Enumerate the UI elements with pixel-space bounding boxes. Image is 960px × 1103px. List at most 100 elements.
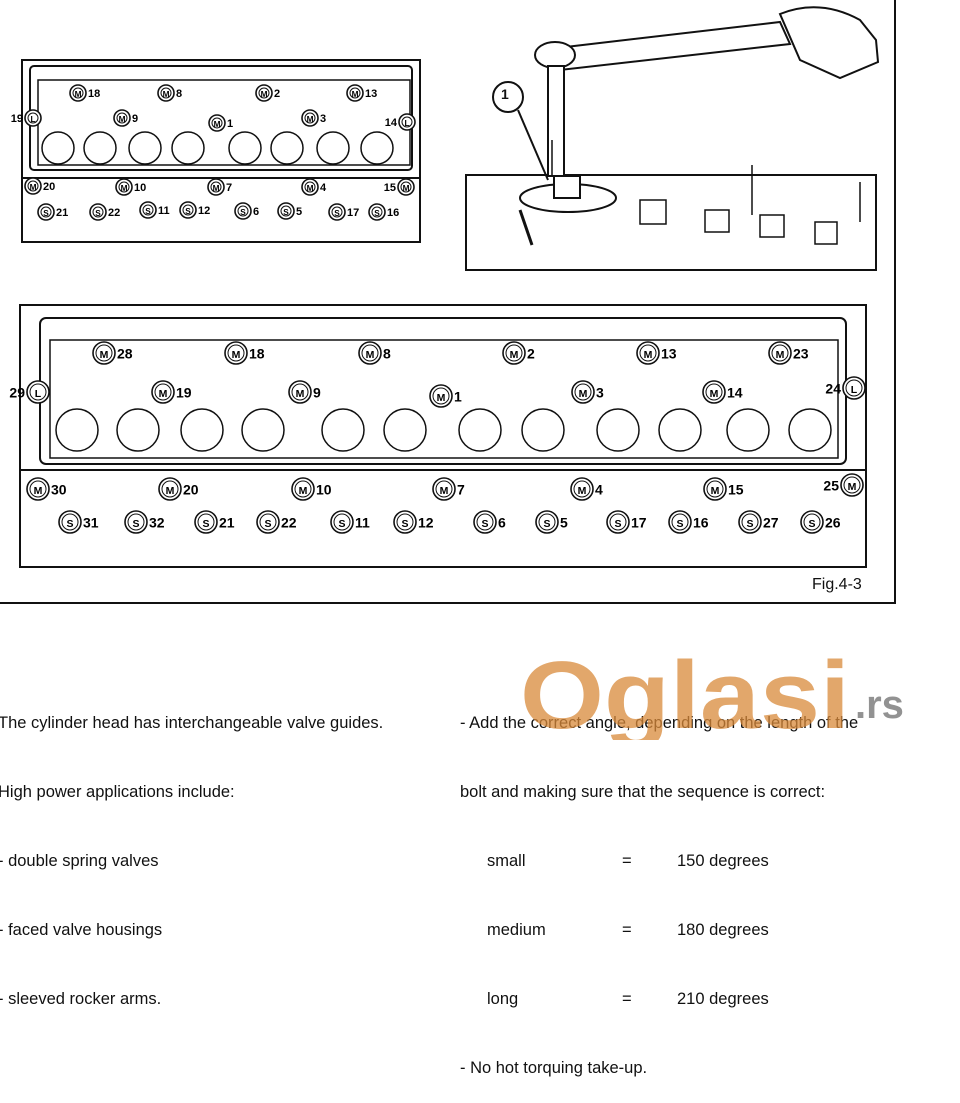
bolt-number-label: 19	[176, 384, 192, 400]
bolt-type-label: S	[66, 518, 73, 530]
bolt-number-label: 3	[596, 384, 604, 400]
bolt-number-label: 4	[595, 481, 603, 497]
bolt-type-label: M	[166, 485, 175, 497]
port-circle	[788, 408, 832, 452]
bolt-25: M 25	[823, 473, 864, 497]
bolt-number-label: 11	[355, 514, 370, 530]
bolt-number-label: 14	[727, 384, 743, 400]
bolt-number-label: 7	[457, 481, 465, 497]
bolt-type-label: S	[614, 518, 621, 530]
bolt-number-label: 11	[158, 205, 170, 217]
bolt-type-label: M	[437, 392, 446, 404]
bolt-number-label: 10	[134, 182, 146, 194]
bolt-number-label: 20	[43, 181, 55, 193]
bolt-type-label: M	[579, 388, 588, 400]
bolt-type-label: S	[185, 207, 191, 216]
figure-frame	[0, 0, 896, 604]
bolt-number-label: 6	[253, 206, 259, 218]
port-circle	[55, 408, 99, 452]
svg-text:.rs: .rs	[855, 683, 904, 727]
angle-row: long = 210 degrees	[460, 988, 858, 1011]
angle-value: 150 degrees	[677, 852, 769, 870]
bolt-number-label: 32	[149, 514, 165, 530]
port-circle	[128, 131, 162, 165]
bolt-type-label: S	[132, 518, 139, 530]
text-line: - double spring valves	[0, 852, 159, 870]
port-circle	[658, 408, 702, 452]
bolt-type-label: L	[30, 115, 35, 124]
bolt-type-label: M	[848, 481, 857, 493]
port-circle	[596, 408, 640, 452]
bolt-type-label: M	[299, 485, 308, 497]
bolt-type-label: M	[213, 184, 220, 193]
bolt-number-label: 9	[132, 113, 138, 125]
text-line: - faced valve housings	[0, 921, 163, 939]
bolt-type-label: S	[283, 208, 289, 217]
bolt-type-label: M	[296, 388, 305, 400]
bolt-type-label: M	[232, 349, 241, 361]
angle-row: medium = 180 degrees	[460, 919, 858, 942]
bolt-number-label: 5	[296, 206, 302, 218]
bolt-number-label: 30	[51, 481, 67, 497]
bolt-number-label: 8	[383, 345, 391, 361]
bolt-number-label: 23	[793, 345, 809, 361]
bolt-15: M15	[384, 178, 415, 196]
bolt-number-label: 20	[183, 481, 199, 497]
text-line: High power applications include:	[0, 783, 235, 801]
bolt-number-label: 13	[661, 345, 677, 361]
bolt-type-label: M	[75, 90, 82, 99]
bolt-number-label: 29	[9, 384, 25, 400]
bolt-type-label: S	[543, 518, 550, 530]
port-circle	[116, 408, 160, 452]
bolt-number-label: 7	[226, 182, 232, 194]
bolt-type-label: M	[644, 349, 653, 361]
bolt-type-label: M	[261, 90, 268, 99]
bolt-number-label: 21	[219, 514, 235, 530]
bolt-type-label: M	[352, 90, 359, 99]
bolt-type-label: S	[240, 208, 246, 217]
bolt-29: L29	[9, 380, 50, 404]
bolt-number-label: 22	[108, 207, 120, 219]
bolt-number-label: 25	[823, 477, 839, 493]
bolt-number-label: 3	[320, 113, 326, 125]
bolt-20: M 20	[158, 477, 199, 501]
bolt-13: M 13	[636, 341, 677, 365]
bolt-number-label: 6	[498, 514, 506, 530]
equals-sign: =	[622, 990, 632, 1008]
bolt-type-label: S	[202, 518, 209, 530]
text-line: - No hot torquing take-up.	[460, 1059, 648, 1077]
bolt-type-label: S	[264, 518, 271, 530]
bolt-number-label: 4	[320, 182, 327, 194]
angle-row: small = 150 degrees	[460, 850, 858, 873]
bolt-number-label: 17	[631, 514, 647, 530]
bolt-type-label: S	[334, 209, 340, 218]
bolt-number-label: 9	[313, 384, 321, 400]
text-line: - sleeved rocker arms.	[0, 990, 162, 1008]
bolt-number-label: 26	[825, 514, 841, 530]
bolt-type-label: M	[578, 485, 587, 497]
bolt-type-label: L	[404, 119, 409, 128]
bolt-type-label: S	[43, 209, 49, 218]
